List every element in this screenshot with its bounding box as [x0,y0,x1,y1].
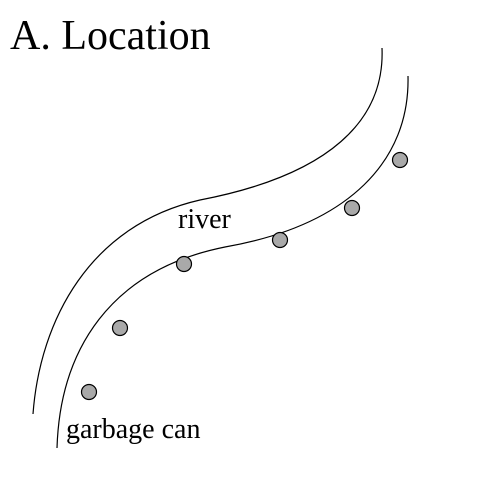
garbage-can-marker [80,383,98,401]
garbage-cans [80,151,409,401]
river-label: river [178,204,232,235]
river-bank-lower [56,75,409,449]
garbage-can-label: garbage can [66,414,200,445]
garbage-can-marker [111,319,129,337]
river-bank-upper [32,47,383,415]
garbage-can-marker [271,231,289,249]
garbage-can-marker [343,199,361,217]
diagram-title: A. Location [10,13,211,59]
garbage-can-marker [175,255,193,273]
garbage-can-marker [391,151,409,169]
